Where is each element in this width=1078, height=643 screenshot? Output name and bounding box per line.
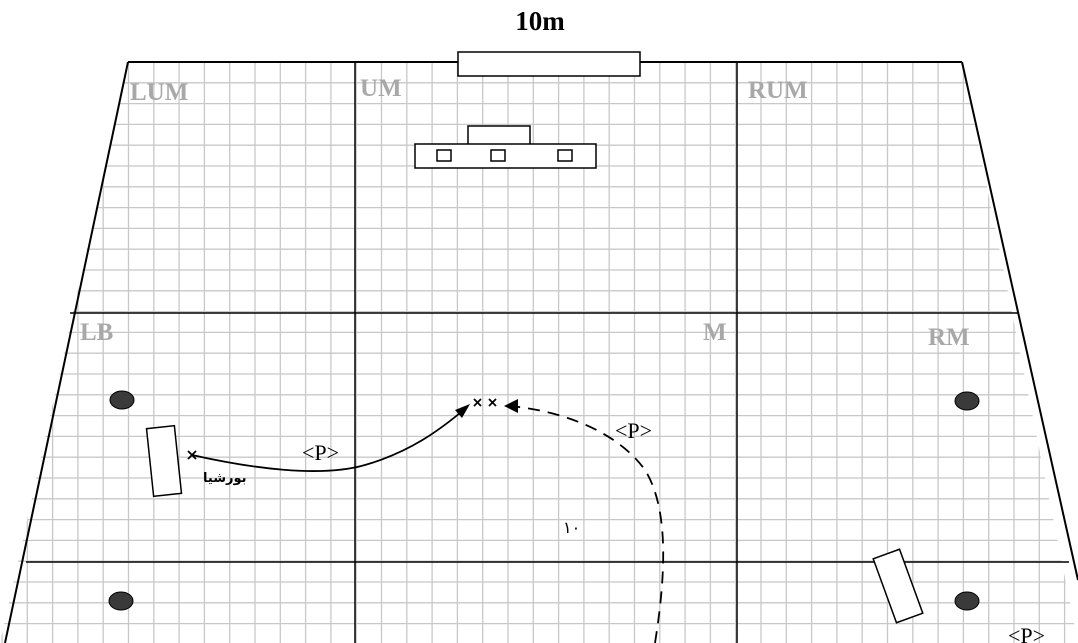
floor-markers <box>108 390 980 611</box>
zone-label-rum: RUM <box>748 77 808 104</box>
x-mark <box>488 398 497 407</box>
x-mark <box>187 450 197 460</box>
marker-dot <box>954 391 980 411</box>
marker-dot <box>108 591 134 611</box>
zone-label-lb: LB <box>80 319 113 346</box>
right-prop <box>872 548 924 624</box>
zone-label-rm: RM <box>928 324 970 351</box>
solid-path-arrowhead <box>455 404 470 418</box>
zone-label-m: M <box>703 319 727 346</box>
solid-movement-path <box>191 407 467 472</box>
stage-width-title: 10m <box>515 6 565 36</box>
stage-grid <box>0 62 1078 643</box>
solid-path-label: <P> <box>302 440 339 465</box>
actor-name-label: بورشيا <box>203 471 247 486</box>
zone-label-um: UM <box>360 75 402 102</box>
position-marks <box>187 398 497 460</box>
left-prop <box>145 424 183 498</box>
marker-dot <box>109 390 135 410</box>
zone-label-lum: LUM <box>130 79 188 106</box>
upstage-set-piece <box>414 125 597 169</box>
edge-path-label: <P> <box>1008 623 1045 643</box>
x-mark <box>473 398 482 407</box>
marker-dot <box>954 591 980 611</box>
upstage-box <box>457 51 641 77</box>
dashed-path-arrowhead <box>504 399 518 413</box>
dashed-path-label: <P> <box>615 418 652 443</box>
movement-number-label: ١٠ <box>563 518 580 537</box>
